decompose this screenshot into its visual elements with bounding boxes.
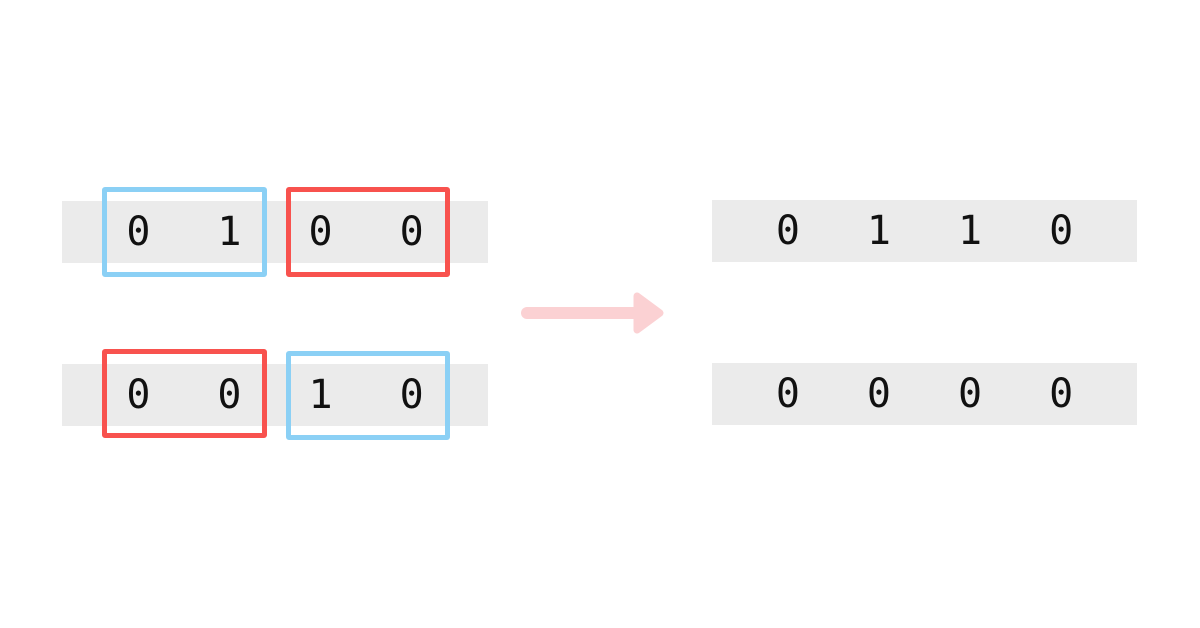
gene-value: 1 bbox=[866, 208, 891, 254]
gene-value: 0 bbox=[126, 372, 151, 418]
parent-2-chromosome: 0 0 1 0 bbox=[62, 364, 488, 426]
gene-value: 1 bbox=[308, 372, 333, 418]
arrow-right-icon bbox=[521, 292, 664, 334]
parent-1-segment-red-highlight bbox=[286, 187, 450, 277]
gene-value: 0 bbox=[775, 371, 800, 417]
gene-value: 1 bbox=[217, 209, 242, 255]
gene-value: 0 bbox=[866, 371, 891, 417]
gene-value: 0 bbox=[399, 372, 424, 418]
gene-value: 0 bbox=[399, 209, 424, 255]
parent-1-segment-blue-highlight bbox=[102, 187, 267, 277]
parent-2-segment-red-highlight bbox=[102, 349, 267, 438]
child-2-chromosome: 0 0 0 0 bbox=[712, 363, 1137, 425]
gene-value: 0 bbox=[1049, 371, 1074, 417]
parent-2-segment-blue-highlight bbox=[286, 351, 450, 440]
gene-value: 0 bbox=[958, 371, 983, 417]
parent-1-chromosome: 0 1 0 0 bbox=[62, 201, 488, 263]
gene-value: 1 bbox=[958, 208, 983, 254]
child-1-chromosome: 0 1 1 0 bbox=[712, 200, 1137, 262]
gene-value: 0 bbox=[1049, 208, 1074, 254]
gene-value: 0 bbox=[308, 209, 333, 255]
gene-value: 0 bbox=[217, 372, 242, 418]
gene-value: 0 bbox=[775, 208, 800, 254]
gene-value: 0 bbox=[126, 209, 151, 255]
